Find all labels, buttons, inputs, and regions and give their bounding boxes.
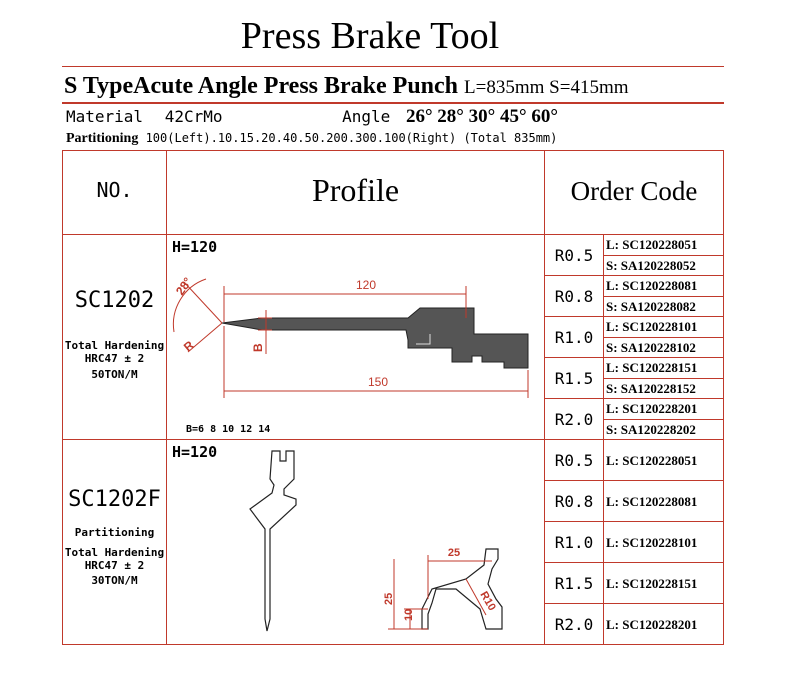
code-row-divider	[544, 275, 723, 276]
header-order-code: Order Code	[570, 176, 698, 206]
punch-profile-drawing: 120 150 B 28° R B=6 8 10 12 14	[172, 275, 529, 435]
material-line: Material 42CrMo Angle 26° 28° 30° 45° 60…	[66, 106, 558, 127]
model-sc1202f: SC1202F	[68, 487, 161, 512]
table-bottom-border	[62, 644, 724, 645]
model-note: 30TON/M	[91, 574, 138, 587]
order-code-l: L: SC120228081	[606, 494, 698, 509]
header-profile: Profile	[311, 172, 400, 208]
order-code-s: S: SA120228202	[606, 422, 696, 437]
radius-code: R0.5	[554, 246, 594, 265]
model-note: Total Hardening	[64, 339, 165, 352]
rule-top	[62, 66, 724, 67]
partitioning-text: 100(Left).10.15.20.40.50.200.300.100(Rig…	[145, 131, 558, 145]
order-code-l: L: SC120228201	[606, 617, 698, 632]
angle-label: 28°	[173, 275, 195, 298]
order-code-l: L: SC120228051	[606, 453, 698, 468]
page-title: Press Brake Tool	[240, 15, 500, 57]
code-subrow-divider	[603, 296, 723, 297]
header-bottom-border	[62, 234, 724, 235]
code-row-divider	[544, 357, 723, 358]
code-subrow-divider	[603, 378, 723, 379]
order-code-l: L: SC120228151	[606, 360, 698, 375]
radius-code: R1.0	[554, 328, 594, 347]
order-code-s: S: SA120228102	[606, 340, 696, 355]
col-divider-profile	[544, 150, 545, 645]
radius-code: R0.5	[554, 451, 594, 470]
angle-arc	[172, 278, 207, 333]
radius-code: R0.8	[554, 287, 594, 306]
radius-code: R1.0	[554, 533, 594, 552]
row-divider	[62, 439, 724, 440]
product-type-label: S TypeAcute Angle Press Brake Punch	[64, 73, 459, 99]
code-subrow-divider	[603, 255, 723, 256]
order-code-l: L: SC120228101	[606, 319, 698, 334]
code-row-divider	[544, 316, 723, 317]
dim-10-label: 10	[403, 609, 415, 621]
angle-values: 26° 28° 30° 45° 60°	[405, 106, 558, 127]
dim-25h-label: 25	[383, 593, 395, 605]
order-code-l: L: SC120228051	[606, 237, 698, 252]
dim-b-label: B	[251, 343, 265, 352]
dim-150-label: 150	[368, 375, 388, 389]
material-value: 42CrMo	[164, 107, 223, 126]
col-divider-radius	[603, 234, 604, 644]
punch-body-shape	[221, 307, 529, 369]
height-label: H=120	[172, 238, 218, 256]
material-label: Material	[66, 107, 144, 126]
order-code-s: S: SA120228152	[606, 381, 696, 396]
model-note: Partitioning	[74, 526, 155, 539]
radius-code: R2.0	[554, 615, 594, 634]
punch-side-shape	[249, 450, 297, 632]
product-dimensions: L=835mm S=415mm	[464, 77, 629, 98]
code-row-divider	[544, 480, 723, 481]
order-code-s: S: SA120228082	[606, 299, 696, 314]
col-divider-no	[166, 150, 167, 645]
model-note: 50TON/M	[91, 368, 138, 381]
order-code-l: L: SC120228081	[606, 278, 698, 293]
code-subrow-divider	[603, 337, 723, 338]
header-no: NO.	[96, 178, 133, 202]
dim-120-label: 120	[356, 278, 376, 292]
model-note: HRC47 ± 2	[84, 559, 145, 572]
code-row-divider	[544, 398, 723, 399]
b-values-label: B=6 8 10 12 14	[186, 424, 270, 435]
order-code-l: L: SC120228201	[606, 401, 698, 416]
dim-25w-label: 25	[448, 547, 460, 559]
table-left-border	[62, 150, 63, 645]
table-top-border	[62, 150, 724, 151]
code-row-divider	[544, 603, 723, 604]
model-sc1202: SC1202	[74, 288, 155, 313]
radius-leader	[187, 322, 223, 353]
height-label: H=120	[172, 443, 218, 461]
angle-label: Angle	[342, 107, 391, 126]
angle-leg	[183, 281, 223, 324]
table-right-border	[723, 150, 724, 645]
radius-code: R0.8	[554, 492, 594, 511]
model-note: Total Hardening	[64, 546, 165, 559]
r10-leader	[465, 578, 487, 616]
punch-side-drawing: 25 25 10 R10	[249, 450, 503, 632]
order-code-l: L: SC120228151	[606, 576, 698, 591]
model-note: HRC47 ± 2	[84, 352, 145, 365]
code-row-divider	[544, 521, 723, 522]
punch-groove	[416, 334, 431, 345]
tip-detail-shape	[421, 548, 503, 630]
code-row-divider	[544, 562, 723, 563]
rule-subtitle	[62, 102, 724, 104]
order-code-l: L: SC120228101	[606, 535, 698, 550]
partitioning-label: Partitioning	[66, 131, 139, 146]
code-subrow-divider	[603, 419, 723, 420]
partitioning-line: Partitioning 100(Left).10.15.20.40.50.20…	[66, 131, 557, 146]
order-code-s: S: SA120228052	[606, 258, 696, 273]
radius-code: R1.5	[554, 369, 594, 388]
radius-code: R2.0	[554, 410, 594, 429]
radius-code: R1.5	[554, 574, 594, 593]
